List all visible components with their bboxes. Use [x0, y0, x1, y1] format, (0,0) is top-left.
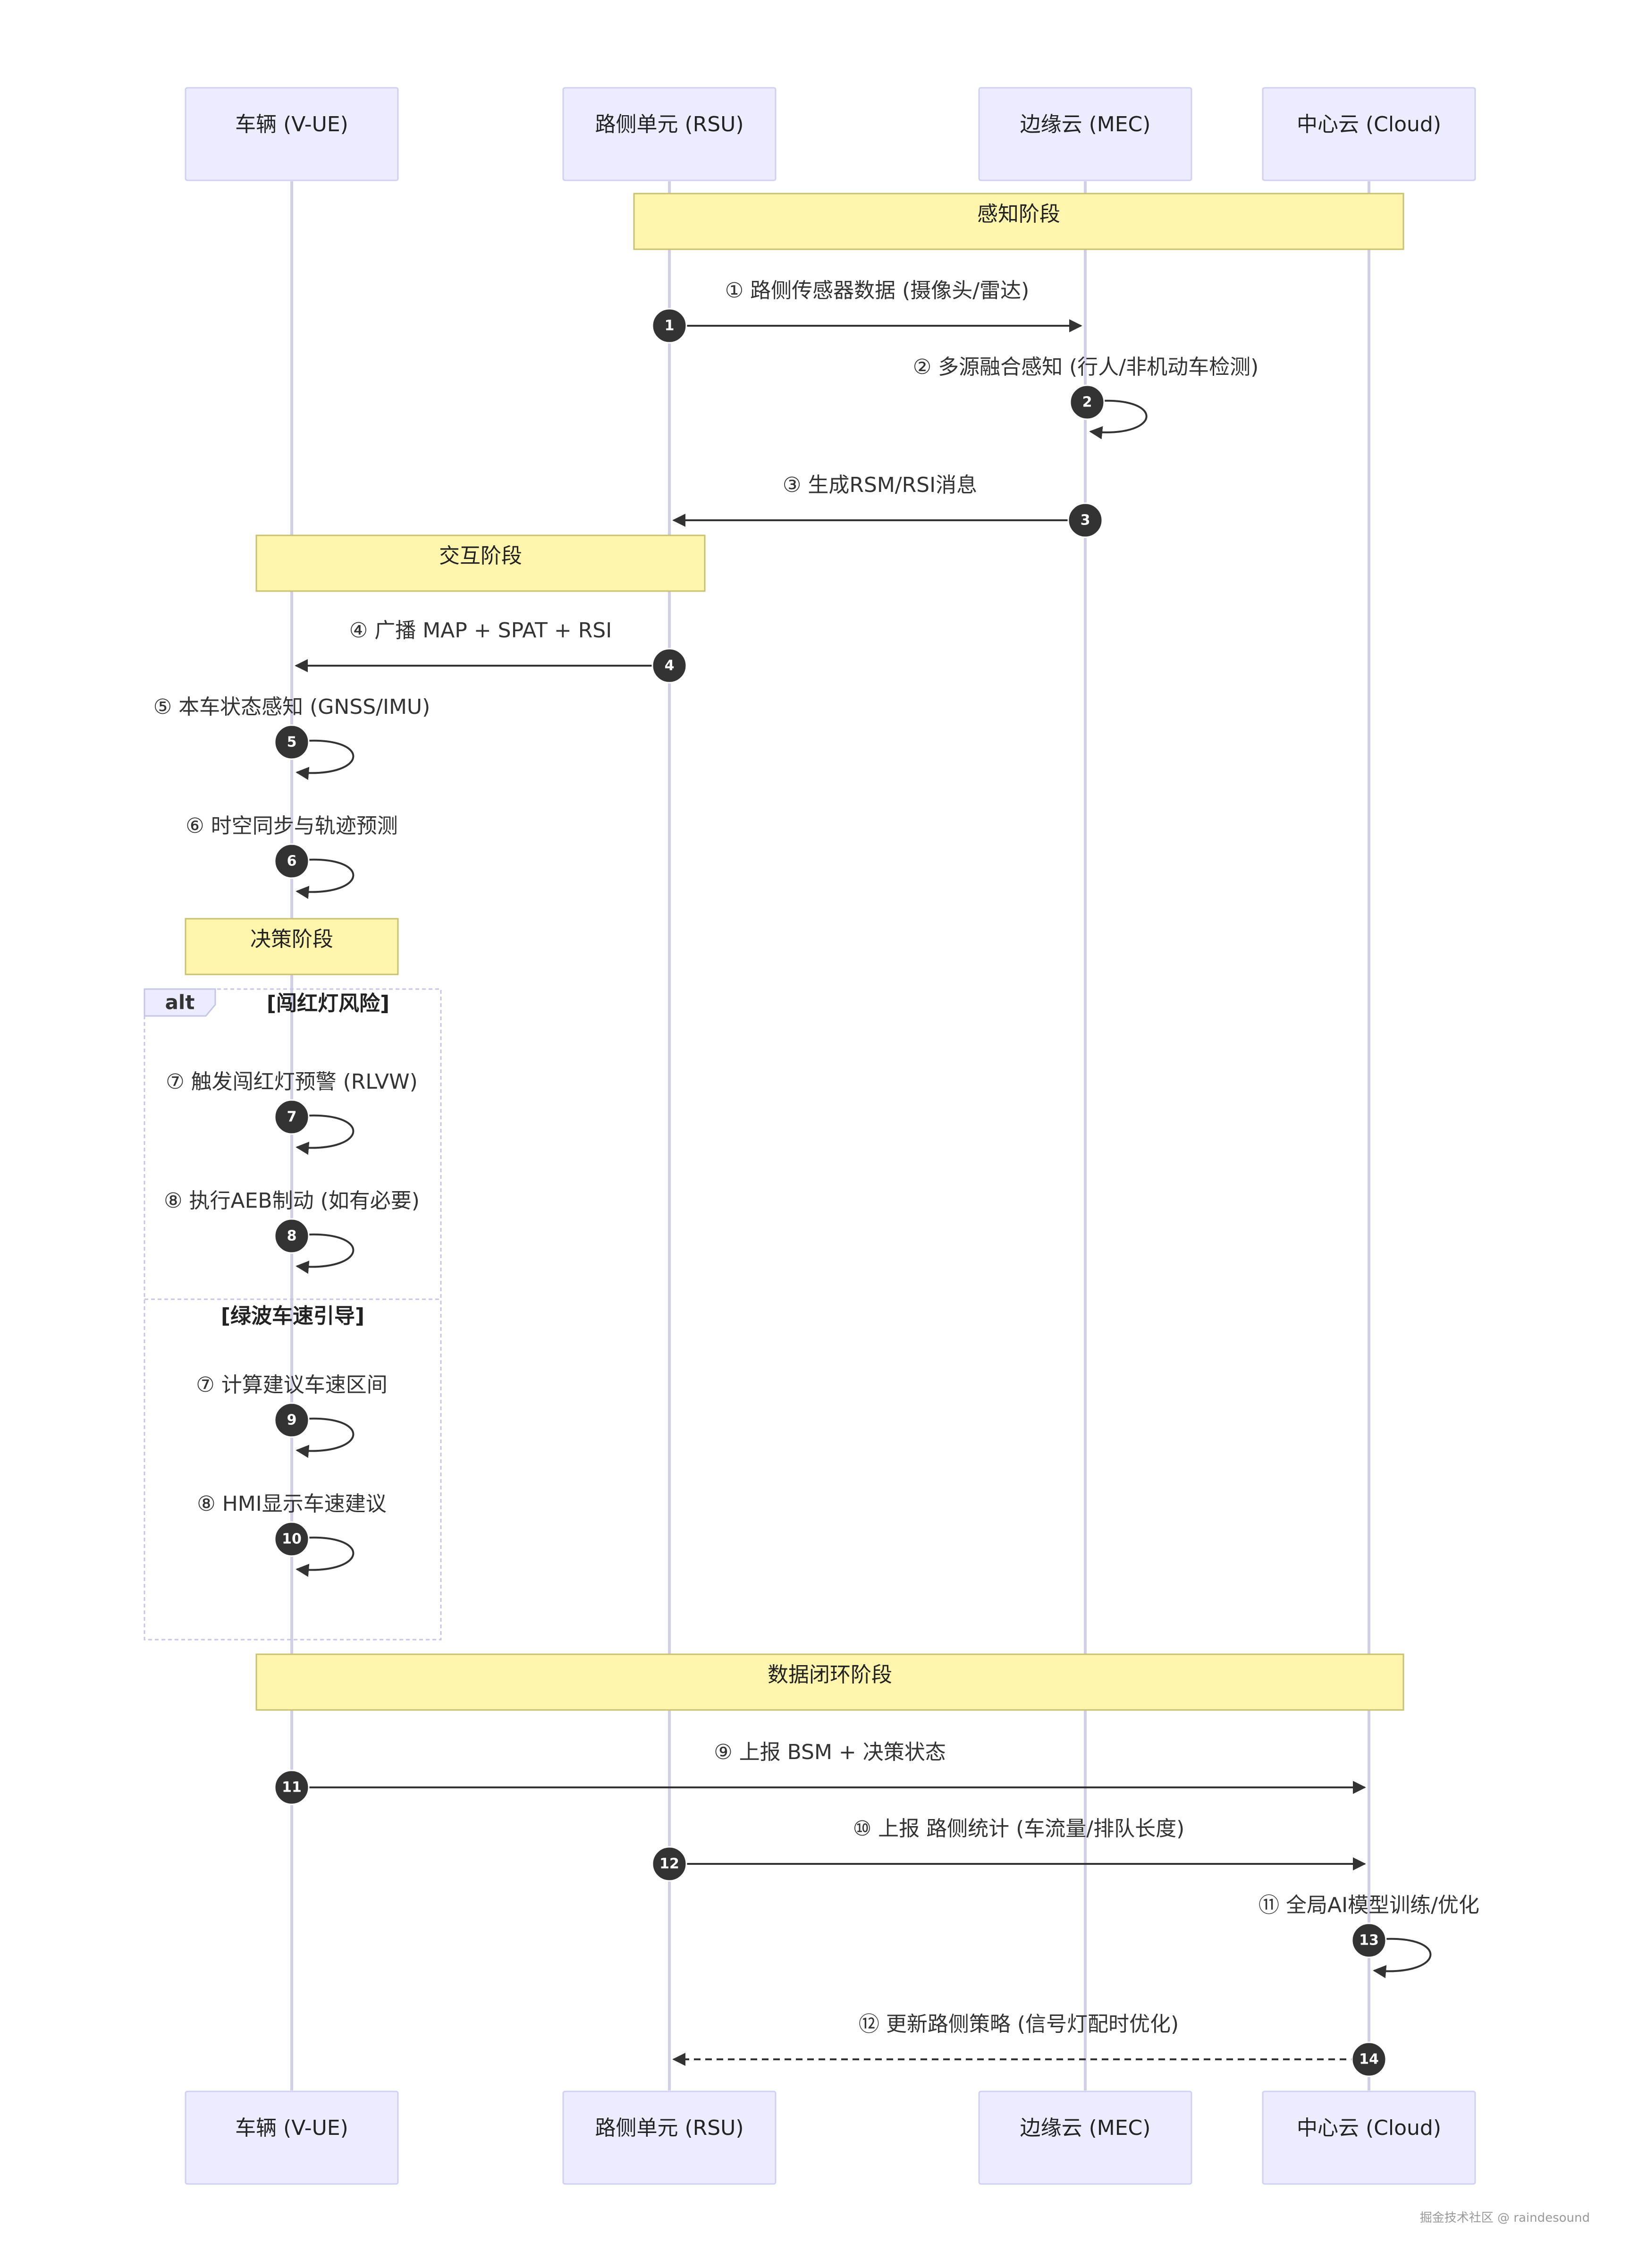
sequence-number-badge: [274, 843, 310, 879]
note-data-loop: 数据闭环阶段: [255, 1653, 1404, 1711]
message-label: ⑪ 全局AI模型训练/优化: [1258, 1893, 1479, 1917]
message-label: ③ 生成RSM/RSI消息: [783, 473, 977, 497]
alt-frame: alt [闯红灯风险] [绿波车速引导]: [144, 988, 442, 1641]
message-label: ⑤ 本车状态感知 (GNSS/IMU): [153, 695, 431, 719]
note-label: 感知阶段: [977, 202, 1060, 226]
participant-label: 车辆 (V-UE): [235, 2116, 348, 2140]
message-7: ⑦ 触发闯红灯预警 (RLVW) 7: [166, 1070, 418, 1155]
participant-label: 边缘云 (MEC): [1020, 112, 1151, 136]
sequence-number-badge: [274, 1402, 310, 1438]
sequence-number: 2: [1082, 394, 1092, 411]
sequence-number-badge: [1067, 502, 1103, 538]
note-interaction: 交互阶段: [255, 534, 706, 592]
note-decision: 决策阶段: [185, 918, 399, 975]
participant-label: 中心云 (Cloud): [1297, 112, 1441, 136]
participant-rsu-bottom: 路侧单元 (RSU): [562, 2090, 777, 2185]
note-perception: 感知阶段: [633, 193, 1404, 250]
note-label: 交互阶段: [439, 544, 522, 568]
sequence-number: 6: [287, 853, 297, 870]
alt-condition: [闯红灯风险]: [267, 991, 389, 1016]
sequence-number-badge: [274, 1769, 310, 1805]
note-label: 决策阶段: [250, 927, 333, 951]
message-11: ⑨ 上报 BSM + 决策状态 11: [274, 1740, 1366, 1805]
sequence-number-badge: [1069, 384, 1105, 420]
sequence-number: 14: [1359, 2051, 1379, 2068]
sequence-number-badge: [651, 308, 687, 344]
message-3: ③ 生成RSM/RSI消息 3: [672, 473, 1103, 538]
sequence-number: 12: [659, 1856, 679, 1872]
message-label: ⑦ 计算建议车速区间: [196, 1373, 387, 1397]
sequence-number: 11: [282, 1779, 302, 1796]
message-14: ⑫ 更新路侧策略 (信号灯配时优化) 14: [672, 2012, 1387, 2077]
sequence-number: 7: [287, 1109, 297, 1126]
message-label: ⑧ HMI显示车速建议: [197, 1492, 386, 1516]
message-label: ⑫ 更新路侧策略 (信号灯配时优化): [859, 2012, 1179, 2036]
sequence-number-badge: [274, 1521, 310, 1557]
sequence-number-badge: [651, 1846, 687, 1882]
participant-rsu-top: 路侧单元 (RSU): [562, 87, 777, 181]
message-2: ② 多源融合感知 (行人/非机动车检测) 2: [913, 355, 1259, 440]
lifelines: [290, 181, 1370, 2090]
message-label: ⑦ 触发闯红灯预警 (RLVW): [166, 1070, 418, 1094]
participant-cloud-bottom: 中心云 (Cloud): [1262, 2090, 1476, 2185]
sequence-number-badge: [651, 648, 687, 684]
message-label: ① 路侧传感器数据 (摄像头/雷达): [725, 279, 1030, 303]
watermark: 掘金技术社区 @ raindesound: [1420, 2211, 1590, 2225]
sequence-number-badge: [274, 1218, 310, 1254]
sequence-number: 10: [282, 1531, 302, 1548]
sequence-number: 13: [1359, 1932, 1379, 1949]
message-label: ② 多源融合感知 (行人/非机动车检测): [913, 355, 1259, 379]
participant-label: 边缘云 (MEC): [1020, 2116, 1151, 2140]
sequence-number: 5: [287, 734, 297, 751]
participant-label: 中心云 (Cloud): [1297, 2116, 1441, 2140]
message-8: ⑧ 执行AEB制动 (如有必要) 8: [164, 1189, 420, 1274]
message-10: ⑧ HMI显示车速建议 10: [197, 1492, 387, 1577]
participant-label: 路侧单元 (RSU): [595, 2116, 743, 2140]
message-label: ④ 广播 MAP + SPAT + RSI: [349, 618, 612, 643]
note-label: 数据闭环阶段: [768, 1663, 892, 1687]
participant-vue-top: 车辆 (V-UE): [185, 87, 399, 181]
sequence-number: 8: [287, 1228, 297, 1244]
alt-keyword: alt: [165, 991, 195, 1014]
message-9: ⑦ 计算建议车速区间 9: [196, 1373, 388, 1458]
message-label: ⑥ 时空同步与轨迹预测: [186, 814, 397, 838]
sequence-number: 4: [665, 658, 675, 674]
sequence-number-badge: [274, 1099, 310, 1135]
participant-label: 车辆 (V-UE): [235, 112, 348, 136]
sequence-number-badge: [1351, 2041, 1387, 2077]
sequence-number-badge: [274, 724, 310, 760]
participant-cloud-top: 中心云 (Cloud): [1262, 87, 1476, 181]
sequence-number: 9: [287, 1412, 297, 1429]
sequence-number: 1: [665, 318, 675, 334]
participant-mec-top: 边缘云 (MEC): [978, 87, 1192, 181]
message-12: ⑩ 上报 路侧统计 (车流量/排队长度) 12: [651, 1817, 1366, 1882]
message-1: ① 路侧传感器数据 (摄像头/雷达) 1: [651, 279, 1082, 344]
message-5: ⑤ 本车状态感知 (GNSS/IMU) 5: [153, 695, 431, 780]
message-13: ⑪ 全局AI模型训练/优化 13: [1258, 1893, 1479, 1979]
alt-else-condition: [绿波车速引导]: [221, 1304, 364, 1328]
message-4: ④ 广播 MAP + SPAT + RSI 4: [295, 618, 687, 684]
participant-label: 路侧单元 (RSU): [595, 112, 743, 136]
message-label: ⑩ 上报 路侧统计 (车流量/排队长度): [853, 1817, 1185, 1841]
participant-vue-bottom: 车辆 (V-UE): [185, 2090, 399, 2185]
message-label: ⑨ 上报 BSM + 决策状态: [714, 1740, 946, 1764]
sequence-number: 3: [1081, 512, 1090, 529]
sequence-number-badge: [1351, 1922, 1387, 1958]
participant-mec-bottom: 边缘云 (MEC): [978, 2090, 1192, 2185]
message-6: ⑥ 时空同步与轨迹预测 6: [186, 814, 398, 899]
message-label: ⑧ 执行AEB制动 (如有必要): [164, 1189, 420, 1213]
